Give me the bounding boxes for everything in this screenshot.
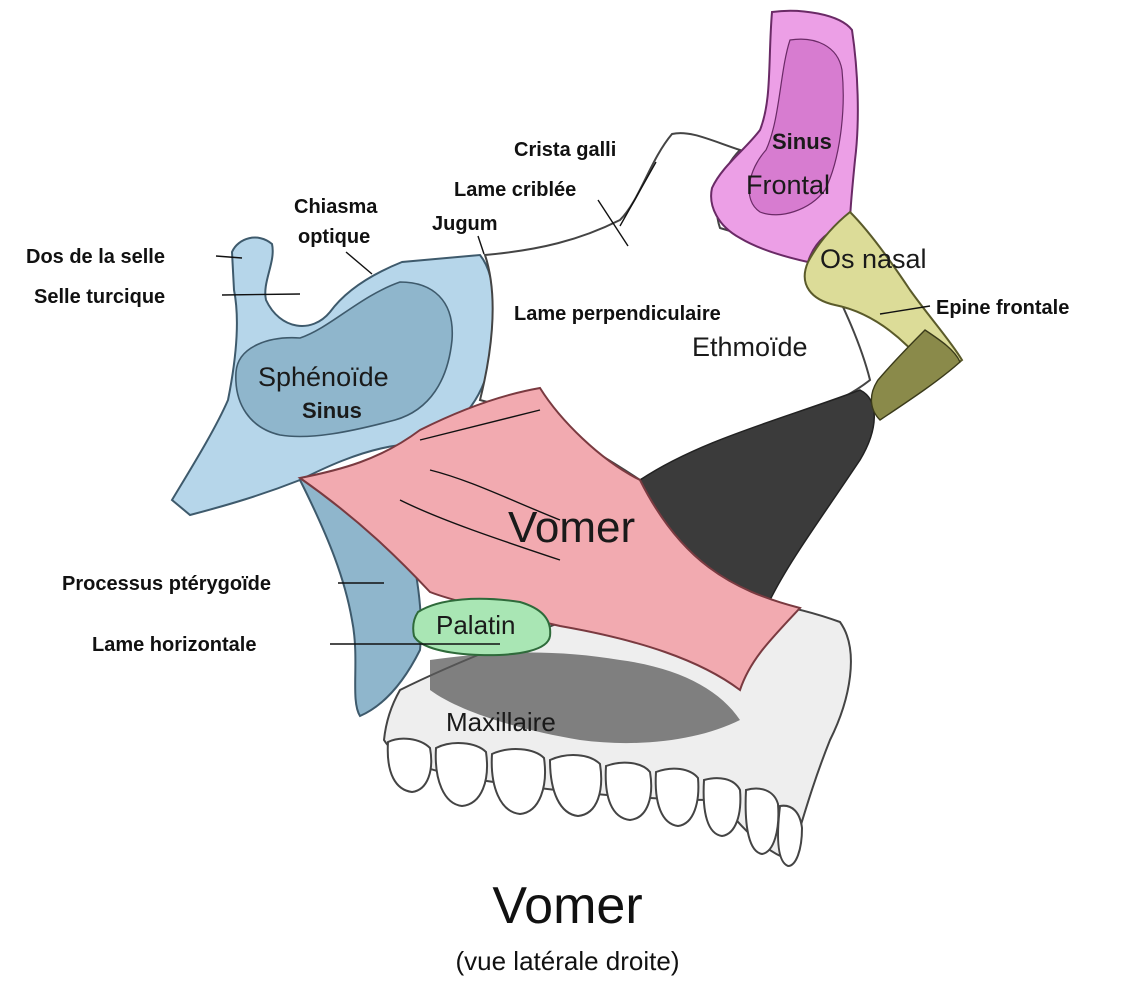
region-ethmoide: Ethmoïde: [692, 332, 808, 362]
region-sphenoide-sinus: Sinus: [302, 398, 362, 423]
label-lame-perpendiculaire: Lame perpendiculaire: [514, 303, 721, 325]
skull-lateral-diagram: Dos de la selle Selle turcique Chiasma o…: [0, 0, 1135, 880]
region-frontal: Frontal: [746, 170, 830, 200]
label-dos-de-la-selle: Dos de la selle: [26, 246, 165, 268]
region-palatin: Palatin: [436, 610, 516, 640]
label-chiasma-line2: optique: [298, 226, 370, 248]
label-lame-horizontale: Lame horizontale: [92, 634, 256, 656]
label-selle-turcique: Selle turcique: [34, 286, 165, 308]
region-sphenoide: Sphénoïde: [258, 362, 389, 392]
label-crista-galli: Crista galli: [514, 139, 616, 161]
region-os-nasal: Os nasal: [820, 244, 927, 274]
figure-subtitle: (vue latérale droite): [0, 948, 1135, 974]
label-epine-frontale: Epine frontale: [936, 297, 1069, 319]
label-chiasma-line1: Chiasma: [294, 196, 378, 218]
figure-title: Vomer: [0, 880, 1135, 932]
region-frontal-sinus: Sinus: [772, 129, 832, 154]
label-processus-pterygoide: Processus ptérygoïde: [62, 573, 271, 595]
region-maxillaire: Maxillaire: [446, 707, 556, 737]
region-vomer: Vomer: [508, 503, 635, 552]
label-lame-criblee: Lame criblée: [454, 179, 576, 201]
label-jugum: Jugum: [432, 213, 498, 235]
